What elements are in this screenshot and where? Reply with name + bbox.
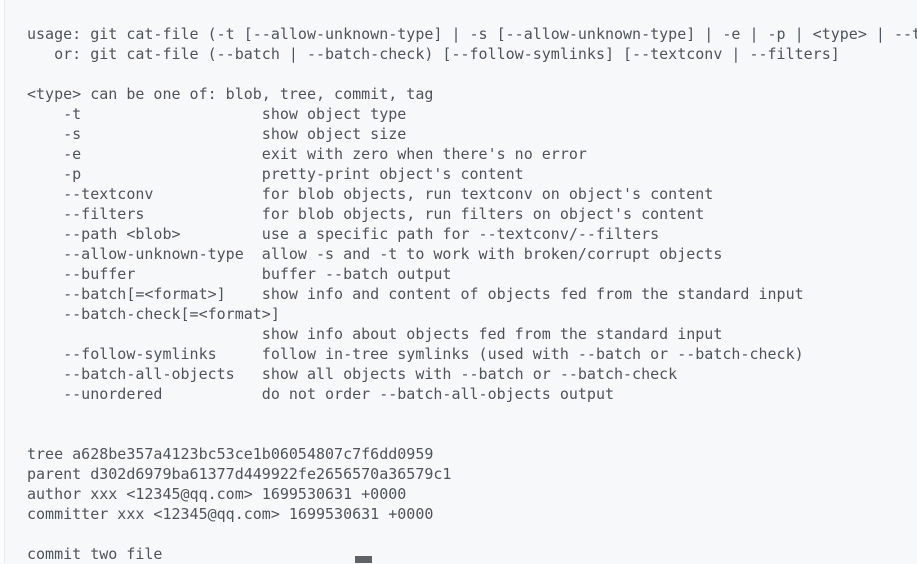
terminal-line: --batch-check[=<format>] bbox=[0, 304, 917, 324]
terminal-text: parent d302d6979ba61377d449922fe2656570a… bbox=[27, 465, 452, 483]
terminal-line: -t show object type bbox=[0, 104, 917, 124]
terminal-text: <type> can be one of: blob, tree, commit… bbox=[27, 85, 434, 103]
terminal-text: -e exit with zero when there's no error bbox=[27, 145, 587, 163]
terminal-cursor bbox=[355, 556, 372, 563]
terminal-line: parent d302d6979ba61377d449922fe2656570a… bbox=[0, 464, 917, 484]
terminal-text: usage: git cat-file (-t [--allow-unknown… bbox=[27, 25, 917, 43]
terminal-line: --textconv for blob objects, run textcon… bbox=[0, 184, 917, 204]
terminal-line: --batch-all-objects show all objects wit… bbox=[0, 364, 917, 384]
terminal-text: committer xxx <12345@qq.com> 1699530631 … bbox=[27, 505, 434, 523]
terminal-line: usage: git cat-file (-t [--allow-unknown… bbox=[0, 24, 917, 44]
command-error-icon[interactable] bbox=[6, 7, 19, 20]
terminal-line: <type> can be one of: blob, tree, commit… bbox=[0, 84, 917, 104]
terminal-text: --batch[=<format>] show info and content… bbox=[27, 285, 804, 303]
terminal-text: or: git cat-file (--batch | --batch-chec… bbox=[27, 45, 840, 63]
terminal[interactable]: root@racknerd-3143bf:/home/gitcode# git … bbox=[0, 4, 917, 564]
terminal-line: -p pretty-print object's content bbox=[0, 164, 917, 184]
terminal-line: --batch[=<format>] show info and content… bbox=[0, 284, 917, 304]
terminal-text: author xxx <12345@qq.com> 1699530631 +00… bbox=[27, 485, 407, 503]
terminal-left-gutter bbox=[0, 0, 5, 563]
terminal-text: --allow-unknown-type allow -s and -t to … bbox=[27, 245, 723, 263]
terminal-line: --filters for blob objects, run filters … bbox=[0, 204, 917, 224]
terminal-command-line: root@racknerd-3143bf:/home/gitcode# git … bbox=[0, 4, 917, 24]
command-success-icon[interactable] bbox=[7, 428, 19, 440]
terminal-text: --batch-all-objects show all objects wit… bbox=[27, 365, 678, 383]
terminal-text: --follow-symlinks follow in-tree symlink… bbox=[27, 345, 804, 363]
terminal-line: commit two file bbox=[0, 544, 917, 564]
terminal-text: --path <blob> use a specific path for --… bbox=[27, 225, 660, 243]
terminal-text: tree a628be357a4123bc53ce1b06054807c7f6d… bbox=[27, 445, 434, 463]
terminal-line: author xxx <12345@qq.com> 1699530631 +00… bbox=[0, 484, 917, 504]
terminal-text: show info about objects fed from the sta… bbox=[27, 325, 723, 343]
terminal-line bbox=[0, 524, 917, 544]
terminal-text: -t show object type bbox=[27, 105, 407, 123]
terminal-line: --path <blob> use a specific path for --… bbox=[0, 224, 917, 244]
terminal-line: -e exit with zero when there's no error bbox=[0, 144, 917, 164]
terminal-line: -s show object size bbox=[0, 124, 917, 144]
terminal-line: --allow-unknown-type allow -s and -t to … bbox=[0, 244, 917, 264]
terminal-line bbox=[0, 404, 917, 424]
terminal-line: or: git cat-file (--batch | --batch-chec… bbox=[0, 44, 917, 64]
terminal-line: --follow-symlinks follow in-tree symlink… bbox=[0, 344, 917, 364]
terminal-line: --unordered do not order --batch-all-obj… bbox=[0, 384, 917, 404]
terminal-line bbox=[0, 64, 917, 84]
terminal-line: tree a628be357a4123bc53ce1b06054807c7f6d… bbox=[0, 444, 917, 464]
terminal-line: show info about objects fed from the sta… bbox=[0, 324, 917, 344]
terminal-line: committer xxx <12345@qq.com> 1699530631 … bbox=[0, 504, 917, 524]
terminal-text: -s show object size bbox=[27, 125, 407, 143]
terminal-text: --buffer buffer --batch output bbox=[27, 265, 452, 283]
terminal-command-line: root@racknerd-3143bf:/home/gitcode# git … bbox=[0, 424, 917, 444]
terminal-text: --textconv for blob objects, run textcon… bbox=[27, 185, 714, 203]
terminal-text: -p pretty-print object's content bbox=[27, 165, 524, 183]
terminal-line: --buffer buffer --batch output bbox=[0, 264, 917, 284]
terminal-text: --batch-check[=<format>] bbox=[27, 305, 280, 323]
terminal-text: --unordered do not order --batch-all-obj… bbox=[27, 385, 614, 403]
terminal-text: commit two file bbox=[27, 545, 163, 563]
terminal-text: --filters for blob objects, run filters … bbox=[27, 205, 705, 223]
